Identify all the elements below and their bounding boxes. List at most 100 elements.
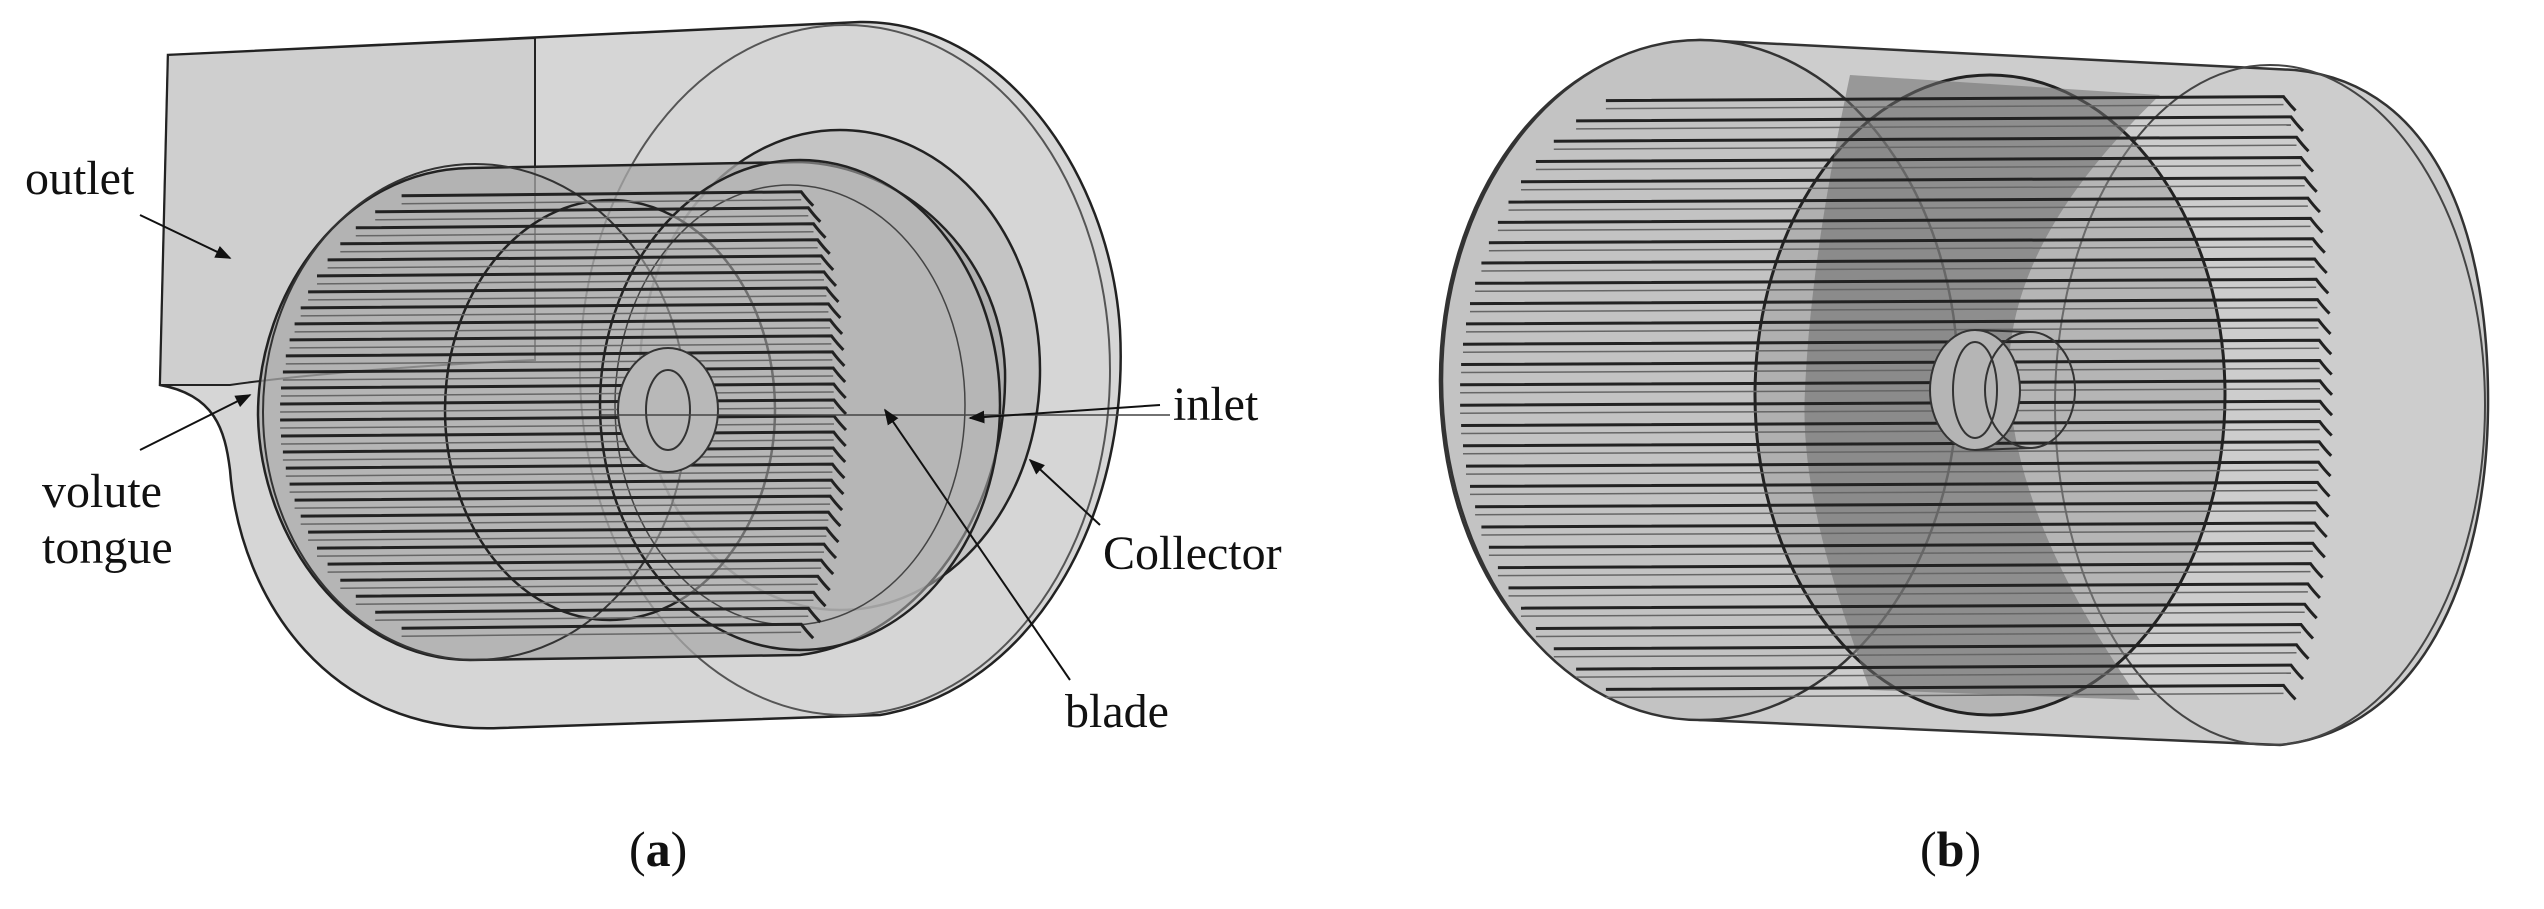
caption-a: (a) [629, 821, 688, 877]
blade-b-edge [1488, 550, 2313, 557]
blade-a [289, 478, 845, 496]
blade-a-edge [327, 263, 822, 269]
blade-b [1605, 683, 2297, 701]
blade-a [375, 206, 822, 223]
blade-a-edge [280, 423, 835, 429]
blades-a [280, 190, 848, 640]
blade-b [1469, 298, 2331, 315]
blade-b [1508, 582, 2321, 599]
blade-a-edge [294, 503, 831, 509]
caption-b: (b) [1920, 821, 1982, 877]
hub [617, 347, 719, 473]
blade-b-edge [1497, 570, 2311, 577]
label-volute: volute [42, 465, 162, 518]
blade-a-edge [285, 359, 833, 365]
blade-b-edge [1488, 245, 2313, 252]
blade-a-edge [316, 551, 825, 557]
blade-b-edge [1520, 611, 2305, 617]
blade-a [308, 526, 840, 544]
blade-b-edge [1460, 408, 2321, 414]
blade-a [280, 430, 847, 448]
blade-a-edge [327, 567, 822, 573]
blade-b [1488, 237, 2326, 254]
blade-a-edge [282, 375, 834, 381]
blade-b [1553, 135, 2310, 153]
right-shroud-b [2054, 64, 2486, 746]
caption-b-letter: b [1936, 821, 1965, 877]
leader-collector [1028, 458, 1101, 526]
blade-a-edge [401, 631, 802, 637]
label-blade: blade [1065, 685, 1169, 738]
label-inlet: inlet [1173, 378, 1259, 431]
blade-a [375, 606, 822, 624]
blade-b [1535, 622, 2315, 640]
blade-a [401, 190, 815, 207]
blade-a-edge [340, 583, 818, 589]
blade-b [1461, 358, 2333, 376]
blade-a [289, 334, 845, 351]
blade-a [280, 414, 848, 432]
blade-b-edge [1461, 367, 2320, 374]
blade-a [280, 382, 847, 400]
blade-a [340, 238, 831, 255]
blade-a [294, 494, 844, 512]
hub-b [1929, 329, 2021, 451]
blades-b [1460, 95, 2334, 701]
blade-b-edge [1481, 266, 2315, 272]
leader-outlet [139, 214, 232, 259]
blade-b-edge [1508, 591, 2308, 597]
blade-a-edge [294, 327, 831, 333]
blade-b [1462, 338, 2333, 356]
blade-b-edge [1553, 144, 2297, 150]
blade-b [1535, 155, 2315, 173]
blade-a [327, 558, 835, 576]
blade-b-edge [1469, 306, 2318, 313]
blade-b-edge [1465, 327, 2319, 333]
blade-a-edge [375, 615, 809, 621]
blade-b [1520, 602, 2318, 620]
blade-b [1481, 257, 2328, 275]
blade-b-edge [1605, 103, 2284, 110]
blade-a-edge [280, 439, 834, 445]
blade-a-edge [308, 535, 827, 541]
blade-b-edge [1576, 124, 2292, 130]
blade-b [1460, 399, 2334, 417]
blade-a-edge [289, 343, 832, 349]
leader-inlet [968, 404, 1161, 424]
blade-a-edge [289, 487, 832, 493]
blade-a [285, 462, 846, 480]
blade-b [1576, 115, 2305, 132]
blade-b-edge [1465, 469, 2319, 475]
blade-b [1605, 95, 2297, 112]
panel-b-impeller [1438, 38, 2490, 747]
blade-b-edge [1535, 631, 2302, 638]
blade-a-edge [355, 599, 814, 605]
label-outlet: outlet [25, 152, 135, 205]
blade-b [1497, 216, 2324, 234]
blade-b-edge [1475, 286, 2317, 293]
blade-b [1508, 196, 2321, 214]
blade-a-edge [316, 279, 825, 285]
blade-a-edge [300, 311, 829, 317]
blade-a [300, 302, 842, 319]
blade-a [327, 254, 835, 271]
blade-a-edge [285, 471, 833, 477]
blade-a-edge [355, 231, 814, 237]
blade-b [1475, 277, 2330, 295]
blade-a-edge [280, 391, 834, 397]
blade-b-edge [1508, 205, 2308, 211]
blade-a [294, 318, 844, 335]
blade-b-edge [1460, 388, 2321, 394]
blade-a [285, 350, 846, 367]
blade-b [1481, 521, 2328, 539]
blade-b [1462, 440, 2333, 457]
blade-a [282, 366, 847, 384]
blade-b-edge [1520, 185, 2305, 191]
blade-b [1469, 480, 2331, 498]
blade-a-edge [308, 295, 827, 301]
blade-b [1488, 541, 2326, 559]
blade-a [308, 286, 840, 303]
blade-a [355, 222, 827, 239]
blade-b [1520, 176, 2318, 193]
